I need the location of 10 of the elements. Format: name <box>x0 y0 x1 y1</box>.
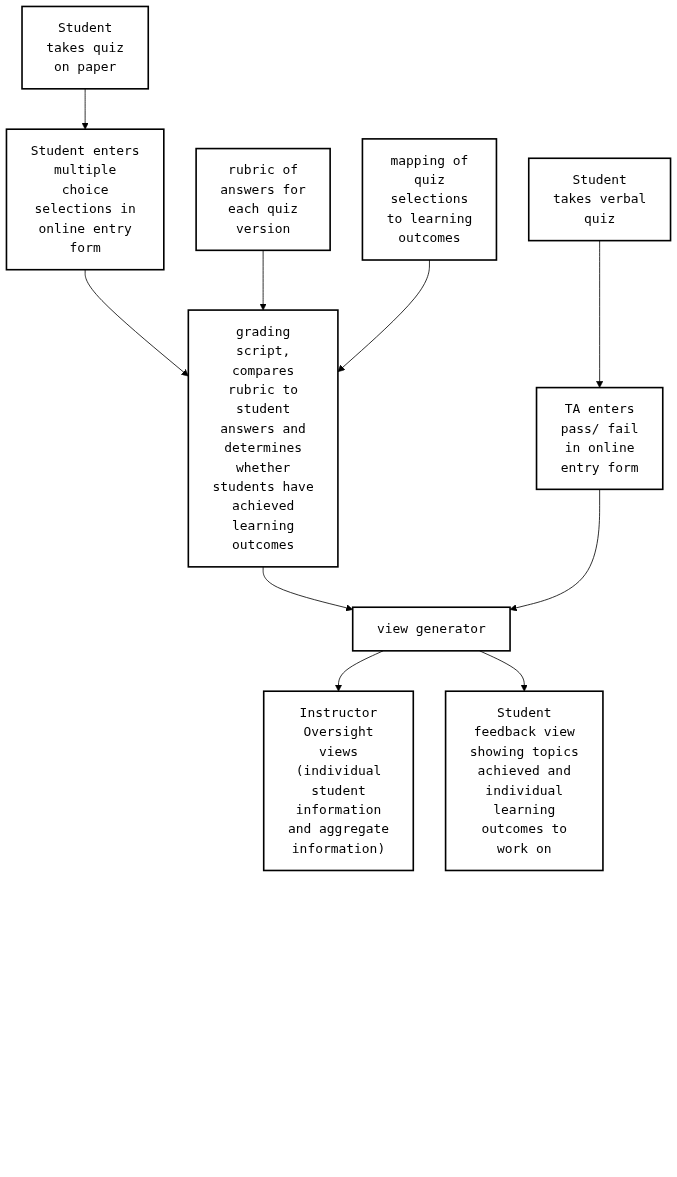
node-box: Student enters multiple choice selections in online entry form <box>5 128 165 271</box>
node-box: TA enters pass/ fail in online entry form <box>535 386 664 491</box>
node-box: rubric of answers for each quiz version <box>195 147 331 252</box>
node-box: grading script, compares rubric to student answers and determines whether students have achieved learning outcomes <box>187 309 339 568</box>
node-box: view generator <box>351 606 511 652</box>
node-box: mapping of quiz selections to learning outcomes <box>361 138 498 261</box>
node-box: Student takes quiz on paper <box>21 5 150 90</box>
node-box: Instructor Oversight views (individual student information and aggregate information) <box>262 690 415 872</box>
node-box: Student takes verbal quiz <box>527 157 672 242</box>
node-box: Student feedback view showing topics achieved and individual learning outcomes to work on <box>444 690 604 872</box>
